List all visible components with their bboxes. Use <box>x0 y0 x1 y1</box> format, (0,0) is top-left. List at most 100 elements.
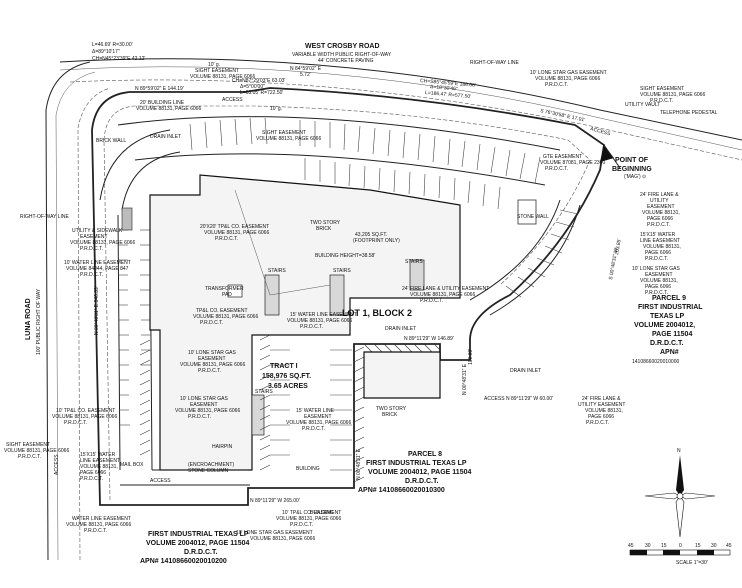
parcel-south-4: APN# 14108660020010200 <box>140 558 227 565</box>
water-sw2-2: VOLUME 88131, PAGE 6066 <box>66 522 131 528</box>
west-road-edge <box>45 61 111 561</box>
water-sw-2: LINE EASEMENT <box>80 458 120 464</box>
building-title: TWO STORY <box>310 220 341 226</box>
gte-2: VOLUME 87081, PAGE 2360 <box>540 160 605 166</box>
parcel-8-building <box>363 351 441 399</box>
water-sw2-1: WATER LINE EASEMENT <box>72 516 131 522</box>
tract-acres: 3.65 ACRES <box>268 383 308 390</box>
utility-w-3: VOLUME 88131, PAGE 6066 <box>70 240 135 246</box>
parcel8-5: APN# 14108660020010300 <box>358 487 445 494</box>
bearing-lot-line-2: N 00°48'31" E <box>462 363 468 395</box>
water-sw-5: P.R.D.C.T. <box>80 476 103 482</box>
hatched-walks <box>139 334 441 483</box>
building-height: BUILDING HEIGHT=38.58' <box>315 253 375 259</box>
utility-w-2: EASEMENT <box>80 234 108 240</box>
parcel-south-3: D.R.D.C.T. <box>184 549 218 556</box>
stairs-3: STAIRS <box>405 259 423 265</box>
road-labels: WEST CROSBY ROAD VARIABLE WIDTH PUBLIC R… <box>25 43 392 355</box>
water-e-3: VOLUME 88131, <box>643 244 681 250</box>
point-of-beginning-marker <box>600 144 621 169</box>
sight-n-3: VOLUME 88131, PAGE 6066 <box>256 136 321 142</box>
parcel9-1: PARCEL 9 <box>652 295 686 302</box>
pob-line1: POINT OF <box>615 157 649 164</box>
water-e-1: 15'X15' WATER <box>640 232 676 238</box>
building-south: BUILDING <box>296 466 320 472</box>
parcel-south-1: FIRST INDUSTRIAL TEXAS LP <box>148 531 249 538</box>
tpl-n-3: P.R.D.C.T. <box>215 236 238 242</box>
parcel9-6: D.R.D.C.T. <box>650 340 684 347</box>
ne-curve-line3: L=186.47' R=577.50' <box>425 90 472 100</box>
tpl-w-2: VOLUME 88131, PAGE 6066 <box>52 414 117 420</box>
water-c-1: 15' WATER LINE EASEMENT <box>290 312 357 318</box>
parcel9-2: FIRST INDUSTRIAL <box>638 304 703 311</box>
fire-lane-e-2: UTILITY <box>650 198 669 204</box>
tpl-n-1: 20'X20' TP&L CO. EASEMENT <box>200 224 269 230</box>
brick-wall-label: BRICK WALL <box>96 138 126 144</box>
parcel9-4: VOLUME 2004012, <box>634 322 695 329</box>
two-story-south: TWO STORY <box>376 406 407 412</box>
nw-curve-line2: Δ=89°10'17" <box>92 49 120 55</box>
lone-star-s2-2: VOLUME 88131, PAGE 6066 <box>250 536 315 542</box>
sight-sw-1: SIGHT EASEMENT <box>6 442 50 448</box>
drain-inlet-3: DRAIN INLET <box>510 368 541 374</box>
access-north: ACCESS <box>222 97 243 103</box>
north-parking-area <box>99 116 561 211</box>
row-line-north: RIGHT-OF-WAY LINE <box>470 60 519 66</box>
fire-lane-e-4: VOLUME 88131, <box>642 210 680 216</box>
access-ne: ACCESS <box>589 126 611 137</box>
parcel9-8: 14108660020010000 <box>632 359 679 365</box>
parcel8-3: VOLUME 2004012, PAGE 11504 <box>368 469 471 476</box>
access-west: ACCESS <box>54 454 60 475</box>
fire-lane-se-3: VOLUME 88131, <box>585 408 623 414</box>
fire-lane-se-2: UTILITY EASEMENT <box>578 402 625 408</box>
building-footprint: (FOOTPRINT ONLY) <box>353 238 400 244</box>
sight-sw-2: VOLUME 88131, PAGE 6066 <box>4 448 69 454</box>
water-w-2: VOLUME 84044, PAGE 847 <box>66 266 129 272</box>
water-s-3: VOLUME 88131, PAGE 6066 <box>286 420 351 426</box>
scale-tick-4: 15 <box>695 543 701 549</box>
tpl-c-1: TP&L CO. EASEMENT <box>196 308 248 314</box>
n-curve-line3: L=63.05' R=722.50' <box>240 90 283 96</box>
n-curve-line1: CH=N87°29'03"E 63.03' <box>232 78 285 84</box>
building-area: 43,205 SQ.FT. <box>355 232 387 238</box>
gte-3: P.R.D.C.T. <box>545 166 568 172</box>
lone-star-c-4: P.R.D.C.T. <box>188 414 211 420</box>
north-arrow: N <box>644 448 716 538</box>
water-w-3: P.R.D.C.T. <box>80 272 103 278</box>
building-sub: BRICK <box>316 226 332 232</box>
scale-tick-3: 0 <box>679 543 682 549</box>
east-parking-area <box>469 199 581 316</box>
drain-inlet-2: DRAIN INLET <box>385 326 416 332</box>
curve-data: L=46.69' R=30.00' Δ=89°10'17" CH=N45°23'… <box>92 42 476 100</box>
lone-star-e-1: 10' LONE STAR GAS <box>632 266 680 272</box>
sight-ne-1: 10' g. <box>208 62 220 68</box>
sight-n-2: SIGHT EASEMENT <box>262 130 306 136</box>
fire-lane-e-3: EASEMENT <box>647 204 675 210</box>
sight-n-1: 10' g. <box>270 106 282 112</box>
site-labels: POINT OF BEGINNING ('MAG') ⊙ ACCESS ACCE… <box>20 60 718 516</box>
gte-1: GTE EASEMENT <box>543 154 582 160</box>
water-c-3: P.R.D.C.T. <box>300 324 323 330</box>
ne-curve-line1: CH=S85°45'59"E 186.66' <box>420 78 476 89</box>
lone-star-e-2: EASEMENT <box>645 272 673 278</box>
tract-name: TRACT I <box>270 363 298 370</box>
tpl-s-3: P.R.D.C.T. <box>290 522 313 528</box>
sight-ne2-3: P.R.D.C.T. <box>650 98 673 104</box>
tpl-c-2: VOLUME 88131, PAGE 6066 <box>193 314 258 320</box>
utility-w-4: P.R.D.C.T. <box>80 246 103 252</box>
nw-curve-line3: CH=N45°23'39"E 42.12' <box>92 56 145 62</box>
north-road-edge <box>59 58 742 161</box>
fire-lane-se-1: 24' FIRE LANE & <box>582 396 621 402</box>
fire-lane-se-5: P.R.D.C.T. <box>586 420 609 426</box>
utility-w-1: UTILITY & SIDEWALK <box>72 228 123 234</box>
tpl-w-1: 10' TP&L CO. EASEMENT <box>56 408 115 414</box>
water-sw-1: 15'X15' WATER <box>80 452 116 458</box>
north-road-row: VARIABLE WIDTH PUBLIC RIGHT-OF-WAY <box>292 52 392 58</box>
access-east: ACCESS <box>484 396 505 402</box>
nw-curve-line1: L=46.69' R=30.00' <box>92 42 133 48</box>
tpl-c-3: P.R.D.C.T. <box>200 320 223 326</box>
hairpin-label: HAIRPIN <box>212 444 233 450</box>
north-arrow-label: N <box>677 448 681 454</box>
lone-star-s-2: EASEMENT <box>198 356 226 362</box>
